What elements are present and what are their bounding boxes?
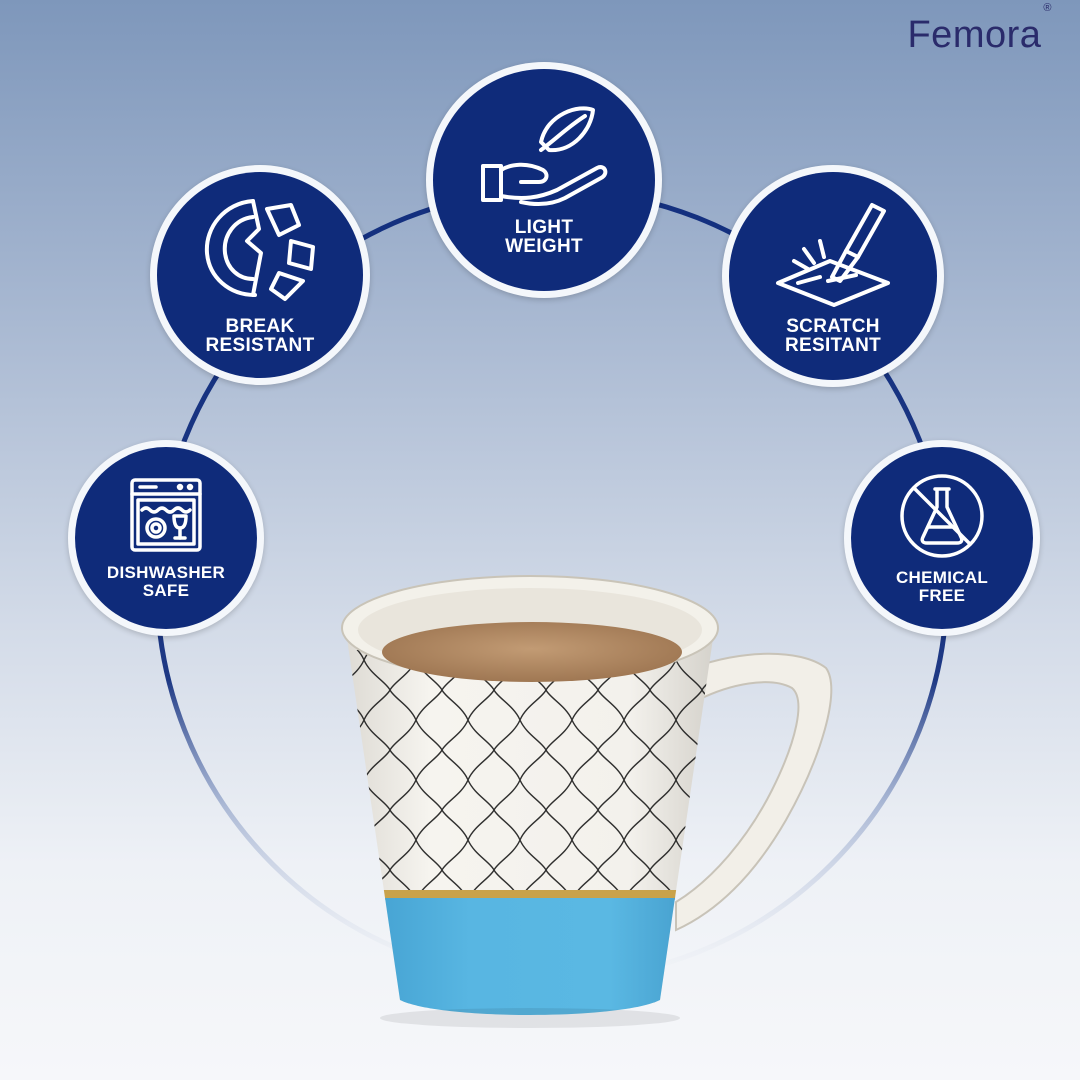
badge-label-line2: RESISTANT xyxy=(205,335,315,356)
badge-light-weight: LIGHT WEIGHT xyxy=(426,62,662,298)
broken-plate-icon xyxy=(204,199,315,301)
no-flask-icon xyxy=(900,474,984,558)
badge-label-line2: SAFE xyxy=(142,581,190,600)
badge-label-line2: FREE xyxy=(918,586,966,605)
dishwasher-icon xyxy=(130,478,202,552)
knife-scratch-icon xyxy=(776,203,890,307)
badge-label-line1: SCRATCH xyxy=(786,316,880,337)
badge-label-line1: BREAK xyxy=(225,316,295,337)
badge-label-line1: CHEMICAL xyxy=(895,568,989,587)
badge-label-line1: LIGHT xyxy=(514,217,574,238)
badge-chemical-free: CHEMICAL FREE xyxy=(844,440,1040,636)
badge-dishwasher-safe: DISHWASHER SAFE xyxy=(68,440,264,636)
registered-mark: ® xyxy=(1043,2,1052,15)
badge-scratch-resistant: SCRATCH RESITANT xyxy=(722,165,944,387)
badge-label-line2: RESITANT xyxy=(785,335,881,356)
brand-name: Femora xyxy=(907,14,1042,56)
leaf-hand-icon xyxy=(481,106,608,207)
brand-logo: Femora® xyxy=(907,2,1052,57)
badge-label-line2: WEIGHT xyxy=(505,236,583,257)
badge-label-line1: DISHWASHER xyxy=(106,563,226,582)
badge-break-resistant: BREAK RESISTANT xyxy=(150,165,370,385)
